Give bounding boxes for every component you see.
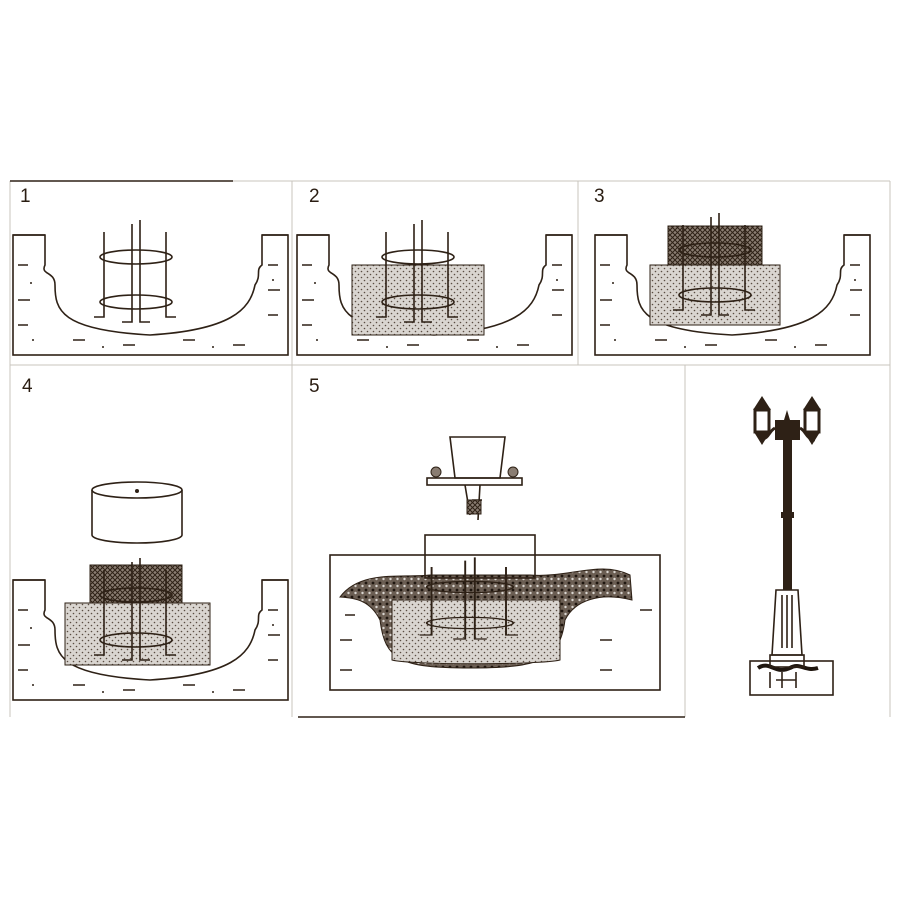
finished-lamp-post (749, 396, 834, 696)
step-number-5: 5 (309, 376, 320, 397)
lantern-left (753, 396, 771, 445)
lamp-base-fixture (426, 436, 523, 521)
lantern-right (803, 396, 821, 445)
step-1-illustration (11, 219, 290, 356)
step-number-1: 1 (20, 186, 31, 207)
step-5-illustration (329, 436, 661, 691)
step-number-4: 4 (22, 376, 33, 397)
step-3-illustration (593, 212, 872, 356)
step-2-illustration (295, 219, 574, 356)
form-cylinder (91, 481, 183, 544)
step-4-illustration (11, 481, 290, 701)
panel-frames (9, 180, 891, 718)
step-number-3: 3 (594, 186, 605, 207)
step-number-2: 2 (309, 186, 320, 207)
